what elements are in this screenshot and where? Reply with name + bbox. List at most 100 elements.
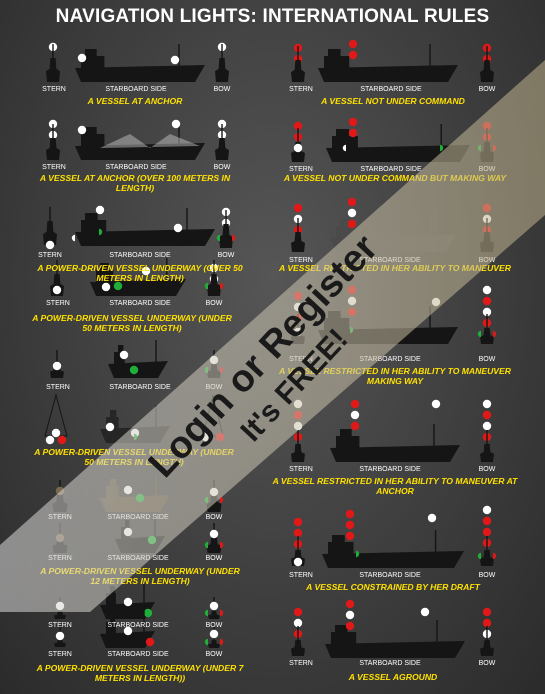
- white-light: [209, 487, 219, 497]
- view-label: STARBOARD SIDE: [107, 514, 169, 521]
- white-light: [95, 205, 105, 215]
- white-light: [105, 422, 115, 432]
- red-sidelight: [220, 282, 224, 290]
- green-sidelight: [204, 282, 208, 290]
- white-light: [345, 610, 355, 620]
- aground-ship-bridge: [331, 632, 357, 644]
- red-light: [345, 621, 355, 631]
- cbd-ship-funnel: [332, 535, 345, 542]
- white-light: [293, 421, 303, 431]
- view-label: STERN: [289, 166, 313, 173]
- pd7-ship-funnel: [110, 586, 115, 593]
- white-light: [482, 505, 492, 515]
- anchor-ship-funnel: [85, 49, 97, 56]
- pd50-ship-funnel: [85, 213, 98, 220]
- red-light: [293, 291, 303, 301]
- bow-view: [208, 611, 220, 619]
- view-label: STARBOARD SIDE: [360, 86, 422, 93]
- red-light: [293, 203, 303, 213]
- white-light: [482, 421, 492, 431]
- section-title: A VESSEL AT ANCHOR: [87, 96, 183, 106]
- red-light: [348, 50, 358, 60]
- view-label: STARBOARD SIDE: [359, 572, 421, 579]
- stern-view: [291, 640, 305, 656]
- red-light: [57, 435, 67, 445]
- red-sidelight: [220, 638, 224, 646]
- white-light: [293, 557, 303, 567]
- anchor100-ship-bridge: [81, 134, 105, 146]
- nuc-ship-bridge: [324, 56, 350, 68]
- view-label: BOW: [217, 252, 235, 259]
- cbd-ship-bridge: [328, 542, 354, 554]
- stern-view: [54, 639, 66, 647]
- section-title: A VESSEL AT ANCHOR (OVER 100 METERS IN L…: [39, 173, 231, 193]
- white-light: [171, 119, 181, 129]
- green-sidelight: [477, 330, 481, 338]
- pd-under50-ship-funnel: [118, 345, 124, 352]
- red-light: [350, 399, 360, 409]
- red-light: [347, 285, 357, 295]
- bow-view: [215, 138, 229, 160]
- view-label: BOW: [205, 384, 223, 391]
- section-title: A POWER-DRIVEN VESSEL UNDERWAY (UNDER 50…: [34, 447, 234, 467]
- green-light: [143, 608, 153, 618]
- section-title: A VESSEL NOT UNDER COMMAND BUT MAKING WA…: [283, 173, 507, 183]
- view-label: STARBOARD SIDE: [107, 622, 169, 629]
- white-light: [209, 601, 219, 611]
- white-light: [52, 361, 62, 371]
- view-label: STERN: [42, 86, 66, 93]
- green-sidelight: [477, 144, 481, 152]
- bow-rigging: [202, 394, 224, 437]
- stern-view: [52, 494, 68, 512]
- red-sidelight: [220, 366, 224, 374]
- view-label: STERN: [289, 356, 313, 363]
- pd7b-ship-hull: [100, 631, 155, 648]
- bow-view: [480, 550, 494, 566]
- view-label: STERN: [42, 164, 66, 171]
- red-light: [215, 432, 225, 442]
- red-sidelight: [493, 330, 497, 338]
- view-label: STERN: [48, 514, 72, 521]
- bow-view: [219, 224, 233, 248]
- bow-view: [207, 364, 221, 378]
- white-light: [209, 529, 219, 539]
- green-light: [113, 281, 123, 291]
- bow-view: [206, 537, 222, 553]
- red-light: [345, 520, 355, 530]
- view-label: STARBOARD SIDE: [359, 356, 421, 363]
- white-light: [427, 513, 437, 523]
- white-light: [201, 432, 211, 442]
- bow-view: [206, 494, 222, 512]
- view-label: STARBOARD SIDE: [109, 300, 171, 307]
- view-label: BOW: [213, 86, 231, 93]
- view-label: STARBOARD SIDE: [105, 164, 167, 171]
- pd-under50b-ship-funnel: [110, 410, 117, 417]
- white-light: [350, 410, 360, 420]
- bow-view: [208, 640, 220, 648]
- bow-view: [480, 60, 494, 82]
- view-label: STERN: [289, 572, 313, 579]
- red-light: [293, 517, 303, 527]
- view-label: STARBOARD SIDE: [109, 384, 171, 391]
- stern-view: [46, 58, 60, 82]
- section-title: A POWER-DRIVEN VESSEL UNDERWAY (OVER 50 …: [37, 263, 243, 283]
- view-label: STERN: [38, 252, 62, 259]
- white-light: [101, 282, 111, 292]
- bow-view: [480, 328, 494, 344]
- white-light: [173, 223, 183, 233]
- white-light: [209, 355, 219, 365]
- view-label: STERN: [289, 660, 313, 667]
- white-light: [482, 399, 492, 409]
- view-label: BOW: [205, 514, 223, 521]
- white-light: [170, 55, 180, 65]
- white-light: [293, 302, 303, 312]
- pd7-ship-bridge: [106, 593, 116, 605]
- view-label: BOW: [205, 651, 223, 658]
- white-light: [55, 631, 65, 641]
- bow-view: [215, 58, 229, 82]
- stern-view: [291, 232, 305, 252]
- green-sidelight: [204, 496, 208, 504]
- section-title: A VESSEL RESTRICTED IN HER ABILITY TO MA…: [279, 366, 511, 386]
- view-label: BOW: [478, 86, 496, 93]
- green-light: [135, 493, 145, 503]
